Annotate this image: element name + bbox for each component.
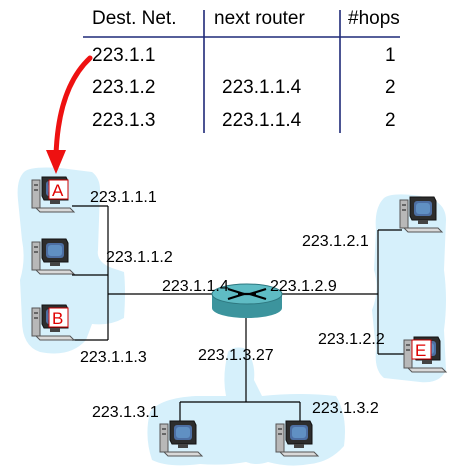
links: [72, 205, 404, 422]
row2-next: 223.1.1.4: [222, 77, 302, 98]
host-a-label-box: [48, 179, 69, 200]
row2-hops: 2: [385, 77, 396, 98]
row1-hops: 1: [385, 45, 396, 66]
row3-hops: 2: [385, 110, 396, 131]
host-a: A: [31, 176, 75, 213]
pointer-arrow: [46, 55, 93, 174]
host-b-letter: B: [52, 309, 63, 328]
router-x-icon: [227, 287, 267, 301]
host-a-letter: A: [52, 181, 64, 200]
row3-dest: 223.1.3: [92, 110, 156, 131]
ip-223-1-1-2: 223.1.1.2: [106, 249, 173, 266]
ip-223-1-2-1: 223.1.2.1: [302, 233, 369, 250]
header-next-router: next router: [214, 8, 305, 29]
row2-dest: 223.1.2: [92, 77, 156, 98]
host-e-letter: E: [415, 341, 426, 360]
row1-dest: 223.1.1: [92, 45, 156, 66]
arrow-head-icon: [46, 150, 66, 174]
host-b-label-box: [48, 307, 69, 328]
router: [211, 283, 283, 318]
ip-223-1-1-4: 223.1.1.4: [162, 278, 229, 295]
subnet-223-1-2: [372, 194, 446, 383]
ip-223-1-3-27: 223.1.3.27: [198, 347, 274, 364]
host-e-label-box: [411, 339, 432, 360]
header-hops: #hops: [348, 8, 400, 29]
host-b: B: [31, 304, 75, 341]
ip-223-1-3-2: 223.1.3.2: [312, 400, 379, 417]
ip-223-1-2-2: 223.1.2.2: [318, 331, 385, 348]
ip-223-1-1-3: 223.1.1.3: [80, 349, 147, 366]
table-grid: [83, 10, 400, 133]
host-e: E: [403, 336, 447, 373]
ip-223-1-3-1: 223.1.3.1: [92, 404, 159, 421]
ip-223-1-2-9: 223.1.2.9: [270, 278, 337, 295]
header-dest: Dest. Net.: [92, 8, 177, 29]
row3-next: 223.1.1.4: [222, 110, 302, 131]
ip-223-1-1-1: 223.1.1.1: [90, 189, 157, 206]
